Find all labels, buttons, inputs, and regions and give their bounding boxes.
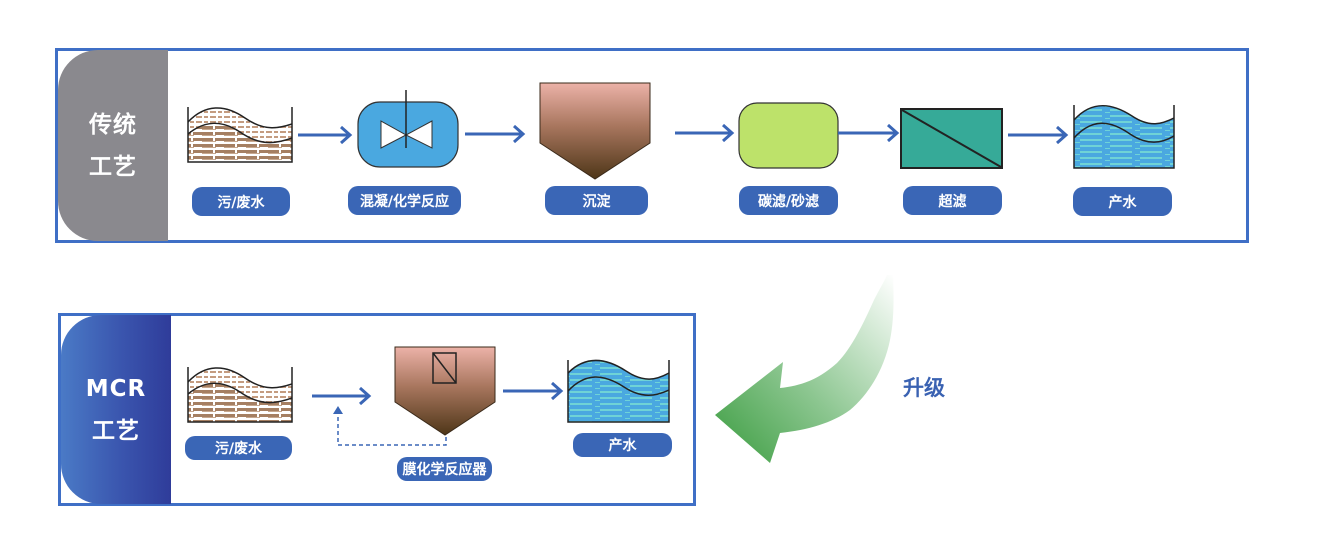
flow-arrow: [503, 381, 564, 401]
mixer-tank-icon: [357, 90, 459, 168]
mcr-process-panel: MCR 工艺: [61, 315, 171, 504]
flow-arrow: [465, 124, 526, 144]
mcr-step-label-product-water: 产水: [573, 433, 672, 457]
clean-water-tank-icon: [1073, 104, 1175, 169]
carbon-sand-filter-icon: [738, 102, 839, 169]
flow-arrow: [312, 386, 372, 406]
flow-arrow: [1008, 125, 1069, 145]
mcr-step-label-wastewater: 污/废水: [185, 436, 292, 460]
flow-arrow: [838, 123, 900, 143]
flow-arrow: [298, 125, 353, 145]
recycle-return-arrow: [333, 406, 447, 446]
flow-arrow: [675, 123, 735, 143]
wastewater-tank-icon: [187, 367, 293, 423]
traditional-process-panel: 传统 工艺: [58, 50, 168, 241]
upgrade-arrow-icon: [715, 275, 894, 463]
step-label-carbon-sand-filter: 碳滤/砂滤: [739, 186, 838, 215]
mcr-step-label-membrane-reactor: 膜化学反应器: [397, 457, 492, 481]
ultrafiltration-membrane-icon: [900, 108, 1003, 169]
step-label-ultrafiltration: 超滤: [903, 186, 1002, 215]
membrane-reactor-icon: [394, 346, 496, 436]
wastewater-tank-icon: [187, 107, 293, 163]
mcr-title-line2: 工艺: [92, 417, 140, 444]
mcr-title-line1: MCR: [85, 375, 147, 402]
sedimentation-tank-icon: [539, 82, 651, 180]
step-label-wastewater: 污/废水: [192, 187, 290, 216]
traditional-title-line1: 传统: [89, 111, 137, 138]
step-label-coagulation: 混凝/化学反应: [348, 186, 461, 215]
upgrade-label: 升级: [903, 376, 945, 400]
step-label-sedimentation: 沉淀: [545, 186, 648, 215]
step-label-product-water: 产水: [1073, 187, 1172, 216]
traditional-title-line2: 工艺: [89, 153, 137, 180]
clean-water-tank-icon: [567, 359, 670, 423]
